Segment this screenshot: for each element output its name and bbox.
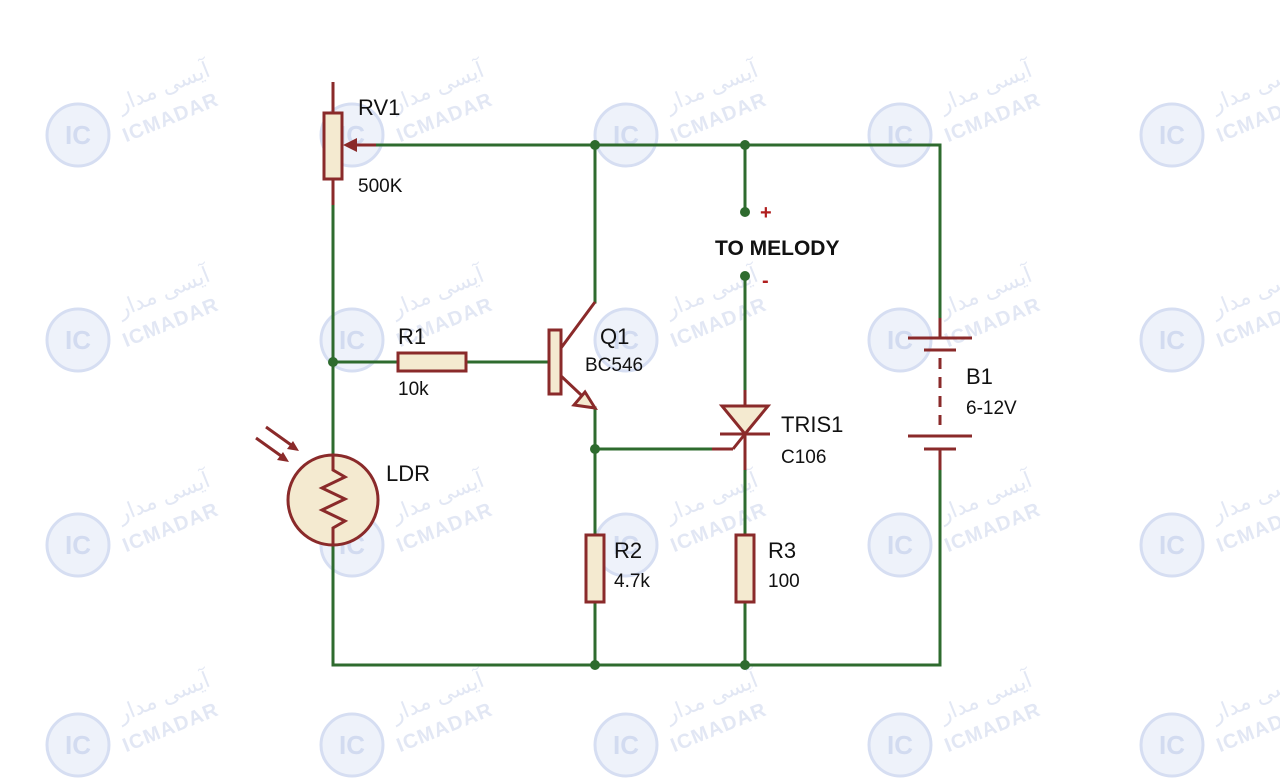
junction-nodes [328, 140, 750, 670]
ldr-name-label: LDR [386, 461, 430, 486]
r2-value-label: 4.7k [614, 571, 650, 592]
watermark-logo-text: IC [65, 730, 91, 760]
watermark-logo-text: IC [1159, 325, 1185, 355]
light-arrow-icon [277, 452, 289, 462]
r1-resistor [396, 351, 468, 373]
watermark-logo-icon [1139, 512, 1205, 578]
tris1-thyristor [712, 390, 772, 470]
watermark-logo-icon [319, 712, 385, 778]
watermark-logo-text: IC [887, 530, 913, 560]
watermark-logo-icon [593, 307, 659, 373]
watermark-logo-icon [1139, 102, 1205, 168]
watermark-logo-icon [45, 307, 111, 373]
q1-name-label: Q1 [600, 324, 629, 349]
light-ray-icon [255, 436, 285, 460]
melody-plus-terminal [740, 207, 750, 217]
tris1-value-label: C106 [781, 447, 826, 468]
watermark-logo-icon [867, 512, 933, 578]
watermark-logo-text: IC [339, 730, 365, 760]
watermark-logo-text: IC [613, 530, 639, 560]
b1-name-label: B1 [966, 364, 993, 389]
wires [331, 143, 942, 667]
watermark-logo-icon [45, 102, 111, 168]
r3-resistor [734, 533, 756, 604]
watermark-logo-text: IC [65, 120, 91, 150]
melody-minus-terminal [740, 271, 750, 281]
watermark-logo-text: IC [65, 325, 91, 355]
melody-minus-sign: - [762, 270, 769, 292]
q1-transistor [547, 301, 598, 410]
watermark-logo-text: IC [339, 325, 365, 355]
rv1-name-label: RV1 [358, 95, 400, 120]
emitter-arrow-icon [571, 389, 598, 410]
watermark-logo-icon [45, 512, 111, 578]
watermark-logo-icon [1139, 712, 1205, 778]
r3-name-label: R3 [768, 538, 796, 563]
watermark-logo-text: IC [887, 325, 913, 355]
watermark-logo-text: IC [1159, 120, 1185, 150]
wiper-arrow-icon [343, 138, 357, 152]
rv1-value-label: 500K [358, 176, 403, 197]
light-ray-icon [265, 425, 295, 449]
watermark-logo-text: IC [887, 730, 913, 760]
watermark-logo-icon [319, 307, 385, 373]
light-arrow-icon [287, 441, 299, 451]
r1-value-label: 10k [398, 379, 429, 400]
melody-plus-sign: + [760, 202, 772, 224]
watermark-logo-icon [1139, 307, 1205, 373]
q1-value-label: BC546 [585, 355, 643, 376]
watermark-logo-text: IC [1159, 530, 1185, 560]
watermark-logo-text: IC [613, 325, 639, 355]
r3-value-label: 100 [768, 571, 800, 592]
watermark-logo-icon [867, 307, 933, 373]
watermark-logo-icon [867, 102, 933, 168]
ldr-photoresistor [255, 425, 380, 547]
b1-value-label: 6-12V [966, 398, 1017, 419]
tris1-name-label: TRIS1 [781, 412, 843, 437]
watermark-logo-text: IC [613, 730, 639, 760]
watermark-logo-icon [593, 712, 659, 778]
rv1-potentiometer [322, 82, 376, 205]
b1-battery [908, 318, 972, 470]
r2-name-label: R2 [614, 538, 642, 563]
watermark-logo-icon [867, 712, 933, 778]
r2-resistor [584, 533, 606, 604]
watermark-logo-icon [593, 102, 659, 168]
melody-label: TO MELODY [715, 237, 839, 260]
watermark-logo-text: IC [65, 530, 91, 560]
r1-name-label: R1 [398, 324, 426, 349]
watermark-logo-icon [45, 712, 111, 778]
watermark-logo-text: IC [1159, 730, 1185, 760]
